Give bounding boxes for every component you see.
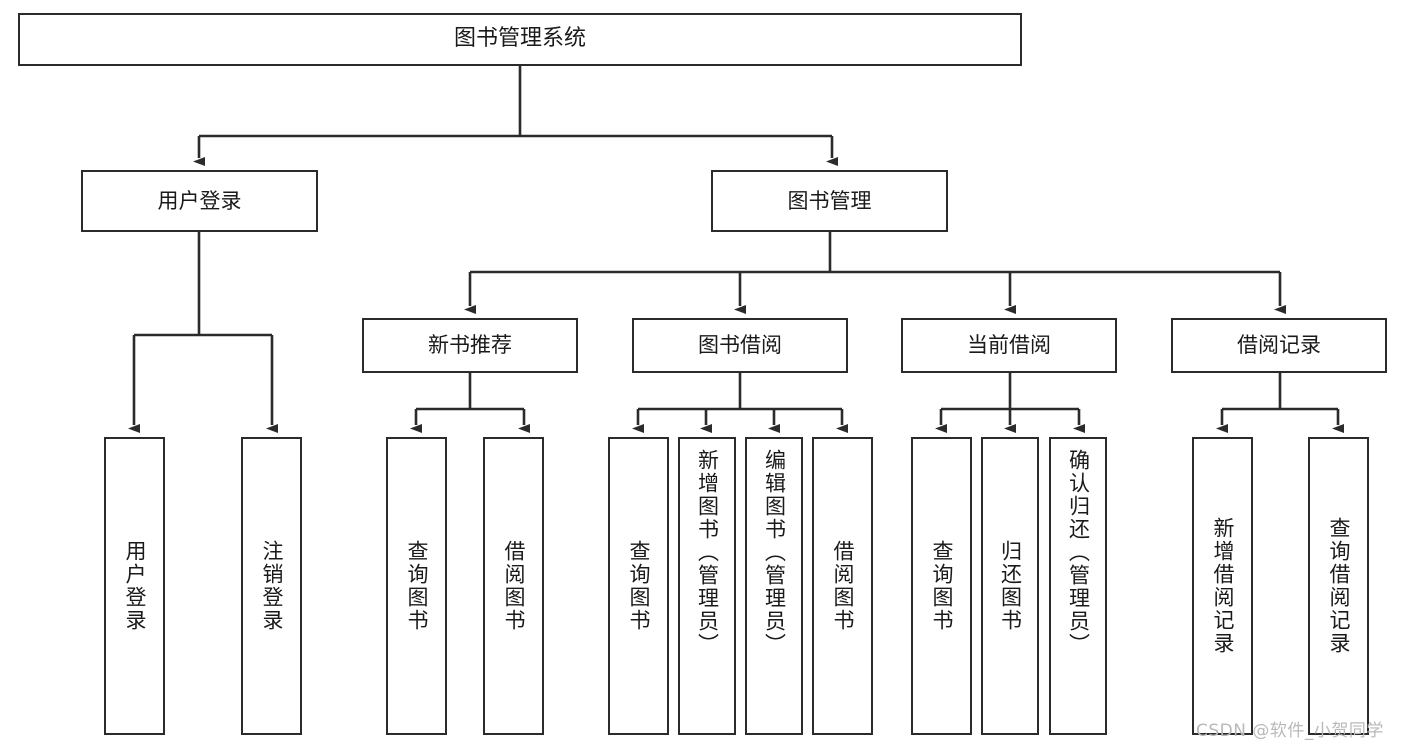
node-user-login-label: 用户登录: [157, 188, 242, 213]
node-current-borrow[interactable]: 当前借阅: [901, 318, 1117, 373]
node-root[interactable]: 图书管理系统: [18, 13, 1022, 66]
node-leaf-add-record[interactable]: 新增借阅记录: [1192, 437, 1253, 735]
node-leaf-query-record[interactable]: 查询借阅记录: [1308, 437, 1369, 735]
node-leaf-query-book-2-label: 查询图书: [627, 540, 651, 632]
node-leaf-logout[interactable]: 注销登录: [241, 437, 302, 735]
node-leaf-borrow-book-1-label: 借阅图书: [502, 540, 526, 632]
node-root-label: 图书管理系统: [453, 26, 586, 52]
node-leaf-query-book-1-label: 查询图书: [405, 540, 429, 632]
node-leaf-borrow-book-2-label: 借阅图书: [831, 540, 855, 632]
node-leaf-query-book-1[interactable]: 查询图书: [386, 437, 447, 735]
node-leaf-query-book-3-label: 查询图书: [930, 540, 954, 632]
node-book-manage-label: 图书管理: [787, 188, 872, 213]
node-book-borrow[interactable]: 图书借阅: [632, 318, 848, 373]
node-leaf-return-book-label: 归还图书: [998, 540, 1023, 632]
node-leaf-confirm-return-label: 确认归还（管理员）: [1066, 449, 1091, 656]
node-leaf-add-record-label: 新增借阅记录: [1211, 517, 1235, 655]
node-leaf-borrow-book-1[interactable]: 借阅图书: [483, 437, 544, 735]
node-new-book-rec-label: 新书推荐: [428, 333, 512, 358]
node-leaf-confirm-return[interactable]: 确认归还（管理员）: [1049, 437, 1107, 735]
node-book-manage[interactable]: 图书管理: [711, 170, 948, 232]
node-leaf-query-record-label: 查询借阅记录: [1327, 517, 1351, 655]
node-leaf-borrow-book-2[interactable]: 借阅图书: [812, 437, 873, 735]
node-user-login[interactable]: 用户登录: [81, 170, 318, 232]
node-leaf-edit-book-label: 编辑图书（管理员）: [762, 449, 787, 656]
node-borrow-record-label: 借阅记录: [1237, 333, 1321, 358]
node-leaf-query-book-3[interactable]: 查询图书: [911, 437, 972, 735]
node-leaf-edit-book[interactable]: 编辑图书（管理员）: [745, 437, 803, 735]
node-book-borrow-label: 图书借阅: [698, 333, 782, 358]
node-borrow-record[interactable]: 借阅记录: [1171, 318, 1387, 373]
node-leaf-return-book[interactable]: 归还图书: [981, 437, 1039, 735]
node-new-book-rec[interactable]: 新书推荐: [362, 318, 578, 373]
node-leaf-add-book[interactable]: 新增图书（管理员）: [678, 437, 736, 735]
node-leaf-logout-label: 注销登录: [260, 540, 284, 632]
node-leaf-user-login[interactable]: 用户登录: [104, 437, 165, 735]
node-current-borrow-label: 当前借阅: [967, 333, 1051, 358]
node-leaf-add-book-label: 新增图书（管理员）: [695, 449, 720, 656]
node-leaf-query-book-2[interactable]: 查询图书: [608, 437, 669, 735]
node-leaf-user-login-label: 用户登录: [123, 540, 147, 632]
